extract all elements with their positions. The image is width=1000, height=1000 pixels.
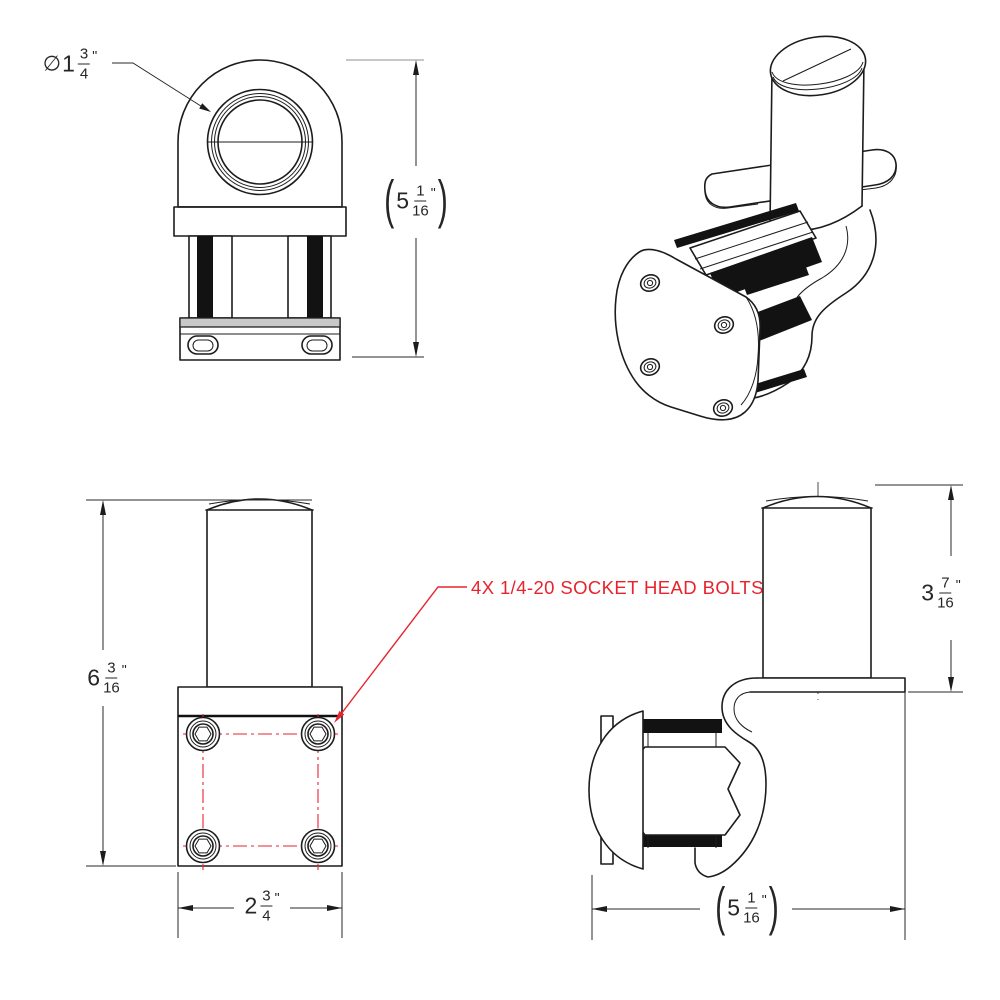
clamp-body (174, 207, 346, 236)
arrowhead (327, 905, 342, 911)
view-isometric (615, 30, 896, 420)
clamp-plate (615, 249, 760, 419)
arrowhead (948, 485, 954, 500)
arrowhead (199, 103, 211, 112)
threaded-rod (752, 369, 807, 393)
arrowhead (413, 342, 419, 357)
flange (750, 678, 905, 692)
socket-bolt (187, 718, 220, 751)
leader-line (112, 63, 204, 108)
movable-jaw (589, 711, 643, 869)
tube (763, 497, 871, 679)
bolt-note: 4X 1/4-20 SOCKET HEAD BOLTS (471, 577, 764, 598)
arrowhead (178, 905, 193, 911)
arrowhead (948, 677, 954, 692)
socket-bolt (302, 718, 335, 751)
threaded-rod (674, 203, 799, 248)
tube-seam (783, 49, 851, 81)
arrowhead (413, 60, 419, 75)
tube (207, 499, 312, 687)
arrowhead (592, 906, 607, 912)
clamp-channel (710, 237, 822, 298)
threaded-rod (640, 833, 722, 847)
slot (188, 336, 218, 354)
threaded-rod (640, 719, 722, 733)
socket-bolt (711, 397, 734, 419)
view-front (86, 499, 467, 938)
arrowhead (334, 710, 345, 723)
arrowhead (890, 906, 905, 912)
threaded-rod (307, 236, 323, 318)
base-plate-strip (180, 318, 340, 327)
tube-top-face (766, 30, 870, 102)
socket-bolt (638, 356, 661, 378)
view-side (589, 482, 963, 940)
threaded-rod (744, 267, 809, 295)
arrowhead (100, 851, 106, 866)
rail-block (690, 211, 816, 275)
leader-line (338, 587, 467, 718)
hook-outer (695, 678, 766, 877)
socket-bolt (638, 272, 661, 294)
view-top (112, 60, 424, 360)
threaded-rod (197, 236, 213, 318)
socket-bolt (712, 314, 735, 336)
diameter-symbol: ∅ (42, 52, 62, 76)
socket-bolt (187, 830, 220, 863)
hook-outer (754, 210, 876, 398)
slot (302, 336, 332, 354)
socket-bolt (302, 830, 335, 863)
tube-mask (770, 56, 864, 226)
arrowhead (100, 500, 106, 515)
pipe-opening (630, 747, 740, 835)
